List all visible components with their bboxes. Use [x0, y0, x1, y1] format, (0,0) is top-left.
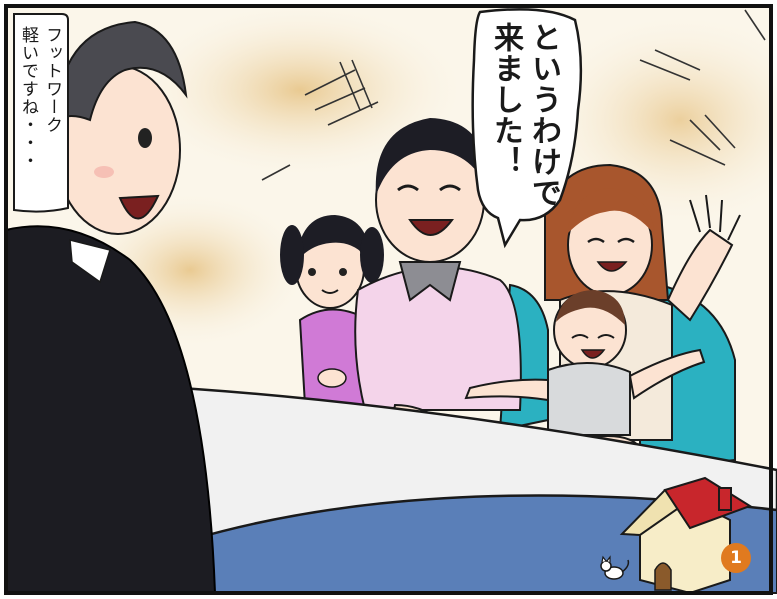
panel-border [4, 4, 773, 595]
agent-figure [5, 20, 217, 594]
father-figure [354, 118, 522, 452]
father-speech-line-2: 来ました！ [488, 22, 523, 177]
page-number-badge: 1 [721, 543, 751, 573]
agent-speech-text: フットワーク 軽いですね・・・ [16, 26, 64, 206]
agent-speech-line-1: フットワーク [42, 26, 62, 134]
father-speech-text: というわけで 来ました！ [486, 22, 562, 222]
daughter-figure [280, 215, 384, 406]
speech-bubble-agent [13, 13, 69, 213]
father-speech-line-1: というわけで [526, 22, 561, 208]
house-icon [619, 476, 753, 595]
table [128, 383, 777, 542]
speech-bubble-father [471, 8, 583, 249]
motion-lines [261, 9, 766, 181]
agent-speech-line-2: 軽いですね・・・ [18, 26, 38, 170]
cat-icon [600, 555, 630, 580]
background-glow-left [130, 0, 470, 180]
